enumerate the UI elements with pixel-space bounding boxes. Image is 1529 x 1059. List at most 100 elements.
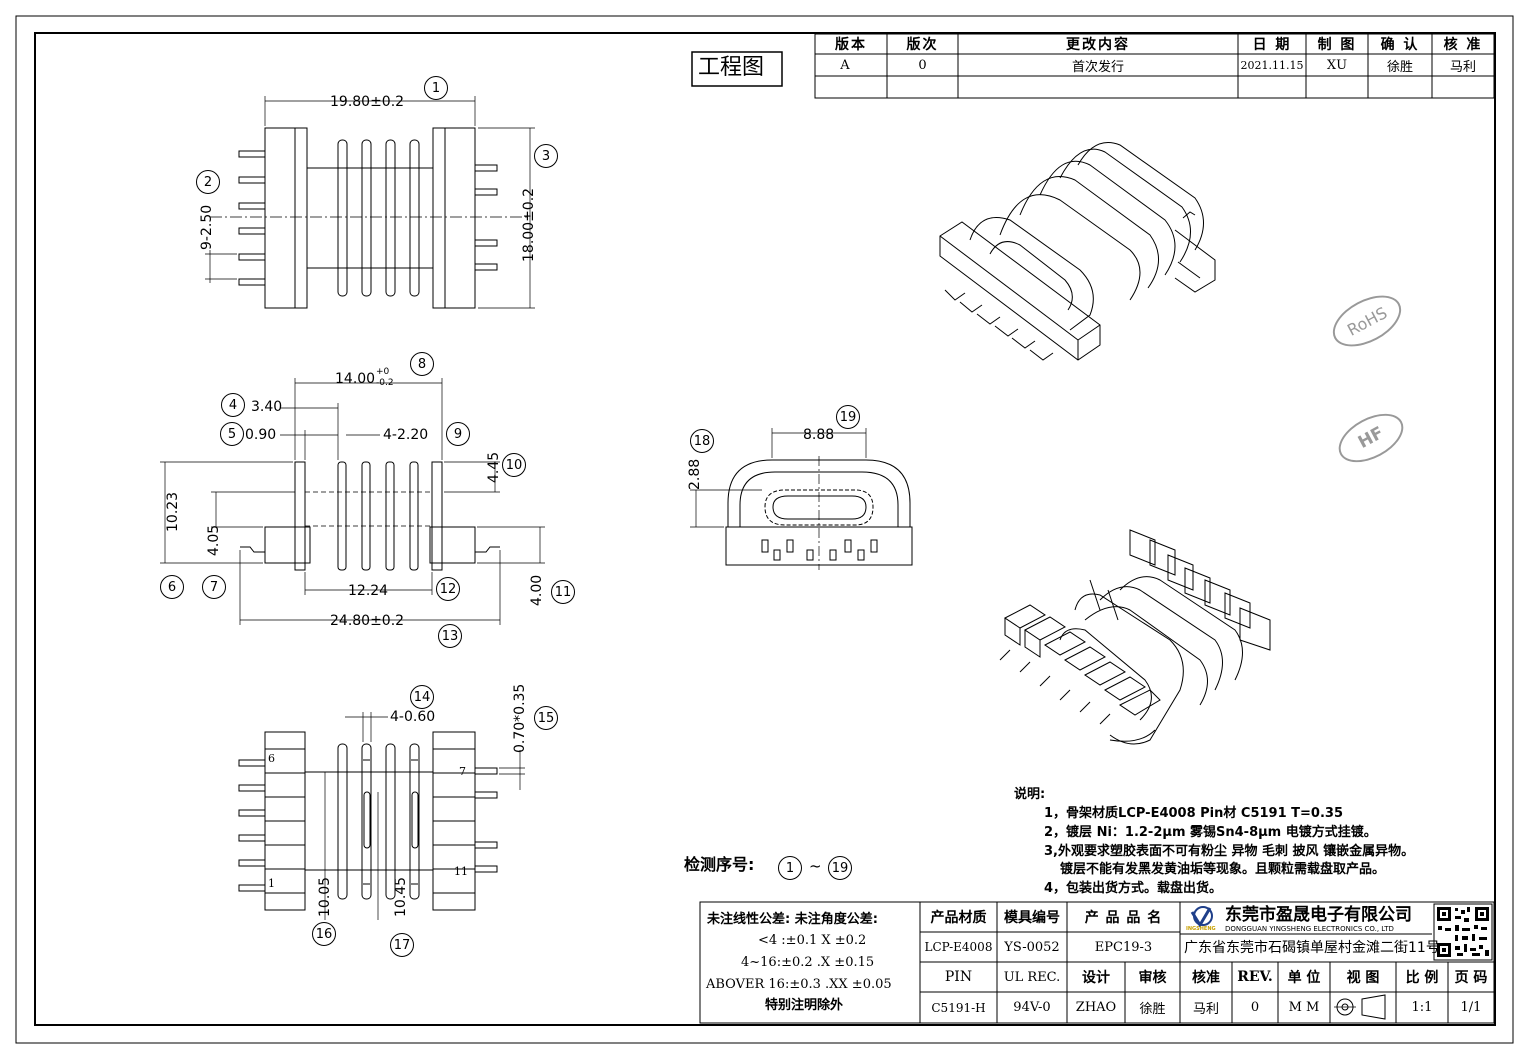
company-address: 广东省东莞市石碣镇单屋村金滩二街11号 bbox=[1184, 940, 1440, 956]
balloon-15: 15 bbox=[534, 706, 558, 730]
balloon-16: 16 bbox=[312, 922, 336, 946]
balloon-4: 4 bbox=[221, 393, 245, 417]
rev-row-approve: 马利 bbox=[1449, 59, 1476, 75]
balloon-19: 19 bbox=[836, 405, 860, 429]
dim-1045: 10.45 bbox=[393, 876, 409, 917]
inner-border bbox=[34, 32, 1496, 1026]
dim-1005: 10.05 bbox=[317, 876, 333, 917]
rev-header-edition: 版次 bbox=[906, 37, 939, 53]
dim-405: 4.05 bbox=[206, 524, 222, 556]
rev-header-drawn: 制 图 bbox=[1317, 37, 1357, 53]
tb-reviewer: 徐胜 bbox=[1139, 1002, 1166, 1017]
projection-symbol bbox=[1334, 994, 1386, 1020]
tb-mold: YS-0052 bbox=[1004, 939, 1060, 955]
dim-14: 14.00 bbox=[335, 371, 376, 387]
rev-row-edition: 0 bbox=[918, 57, 927, 73]
top-view bbox=[205, 96, 535, 309]
inspection-sep: ~ bbox=[809, 857, 822, 875]
dim-2480: 24.80±0.2 bbox=[330, 613, 405, 629]
dim-400: 4.00 bbox=[529, 574, 545, 606]
bottom-view bbox=[238, 712, 525, 920]
dim-340: 3.40 bbox=[251, 399, 283, 415]
pin-label-1: 1 bbox=[268, 877, 275, 890]
inspection-from: 1 bbox=[778, 856, 802, 880]
rev-header-approve: 核 准 bbox=[1443, 37, 1483, 53]
balloon-6: 6 bbox=[160, 575, 184, 599]
dim-288: 2.88 bbox=[687, 458, 703, 490]
tolerance-line-4: ABOVER 16:±0.3 .XX ±0.05 bbox=[706, 977, 892, 992]
dim-1224: 12.24 bbox=[348, 583, 389, 599]
dim-top-width: 19.80±0.2 bbox=[330, 94, 405, 110]
dim-4x220: 4-2.20 bbox=[383, 427, 429, 443]
rev-header-date: 日 期 bbox=[1252, 37, 1292, 53]
company-logo bbox=[1190, 906, 1213, 928]
balloon-8: 8 bbox=[410, 352, 434, 376]
company-name-en: DONGGUAN YINGSHENG ELECTRONICS CO., LTD bbox=[1225, 925, 1394, 933]
notes-line-2: 2，镀层 Ni：1.2-2μm 雾锡Sn4-8μm 电镀方式挂镀。 bbox=[1044, 825, 1377, 840]
inspection-to: 19 bbox=[828, 856, 852, 880]
tb-unit: M M bbox=[1288, 1000, 1320, 1015]
tb-design-label: 设计 bbox=[1082, 970, 1110, 986]
title-box-frame bbox=[691, 51, 783, 87]
balloon-5: 5 bbox=[220, 422, 244, 446]
balloon-14: 14 bbox=[410, 685, 434, 709]
tb-page: 1/1 bbox=[1460, 1000, 1482, 1015]
qr-code bbox=[1433, 903, 1493, 961]
tb-approve-label: 核准 bbox=[1192, 970, 1220, 986]
rev-row-drawn: XU bbox=[1326, 57, 1348, 73]
pin-label-7: 7 bbox=[459, 765, 466, 778]
tolerance-line-1: 未注线性公差: 未注角度公差: bbox=[707, 912, 878, 927]
tb-scale-label: 比 例 bbox=[1405, 970, 1439, 986]
tb-product-label: 产 品 品 名 bbox=[1084, 910, 1163, 926]
tb-pin: C5191-H bbox=[931, 1000, 986, 1015]
rev-header-change: 更改内容 bbox=[1066, 37, 1130, 53]
tolerance-line-5: 特别注明除外 bbox=[765, 998, 844, 1013]
tb-ul-label: UL REC. bbox=[1003, 969, 1061, 985]
isometric-view-bottom bbox=[999, 529, 1271, 745]
notes-line-4: 镀层不能有发黑发黄油垢等现象。且颗粒需载盘取产品。 bbox=[1060, 862, 1386, 877]
balloon-7: 7 bbox=[202, 575, 226, 599]
tb-material-label: 产品材质 bbox=[930, 910, 987, 926]
balloon-3: 3 bbox=[534, 144, 558, 168]
title-block-grid bbox=[699, 901, 1495, 1024]
tb-view-label: 视 图 bbox=[1346, 970, 1380, 986]
balloon-10: 10 bbox=[502, 453, 526, 477]
dim-070: 0.70*0.35 bbox=[512, 683, 528, 753]
dim-14-tol-dn: -0.2 bbox=[376, 378, 394, 388]
balloon-18: 18 bbox=[690, 429, 714, 453]
company-logo-text: INGSHENG bbox=[1186, 926, 1216, 932]
balloon-2: 2 bbox=[196, 170, 220, 194]
inspection-label: 检测序号: bbox=[684, 855, 755, 874]
tb-mold-label: 模具编号 bbox=[1004, 910, 1060, 926]
tb-rev: 0 bbox=[1250, 1000, 1260, 1015]
rev-row-version: A bbox=[840, 57, 850, 73]
balloon-17: 17 bbox=[390, 933, 414, 957]
tb-rev-label: REV. bbox=[1237, 969, 1273, 985]
tolerance-line-3: 4~16:±0.2 .X ±0.15 bbox=[741, 955, 875, 970]
rev-row-confirm: 徐胜 bbox=[1386, 59, 1413, 75]
isometric-view-top bbox=[939, 142, 1216, 361]
dim-1023: 10.23 bbox=[165, 491, 181, 532]
dim-4x060: 4-0.60 bbox=[390, 709, 436, 725]
notes-line-1: 1，骨架材质LCP-E4008 Pin材 C5191 T=0.35 bbox=[1044, 806, 1344, 821]
dim-888: 8.88 bbox=[803, 427, 835, 443]
rev-header-confirm: 确 认 bbox=[1380, 37, 1420, 53]
balloon-9: 9 bbox=[446, 422, 470, 446]
tb-unit-label: 单 位 bbox=[1287, 970, 1321, 986]
outer-border bbox=[15, 15, 1514, 1044]
dim-14-tol-up: +0 bbox=[376, 367, 390, 377]
tb-designer: ZHAO bbox=[1075, 1000, 1117, 1015]
tb-pin-label: PIN bbox=[944, 969, 973, 985]
notes-title: 说明: bbox=[1014, 787, 1046, 802]
tb-approver: 马利 bbox=[1192, 1002, 1219, 1017]
tb-page-label: 页 码 bbox=[1454, 970, 1488, 986]
balloon-13: 13 bbox=[438, 624, 462, 648]
side-view bbox=[690, 428, 913, 570]
company-name-cn: 东莞市盈晟电子有限公司 bbox=[1225, 905, 1412, 925]
dim-445: 4.45 bbox=[486, 451, 502, 483]
tb-material: LCP-E4008 bbox=[924, 940, 993, 954]
tb-scale: 1:1 bbox=[1411, 1000, 1433, 1015]
dim-pin-pitch: 9-2.50 bbox=[199, 204, 215, 250]
